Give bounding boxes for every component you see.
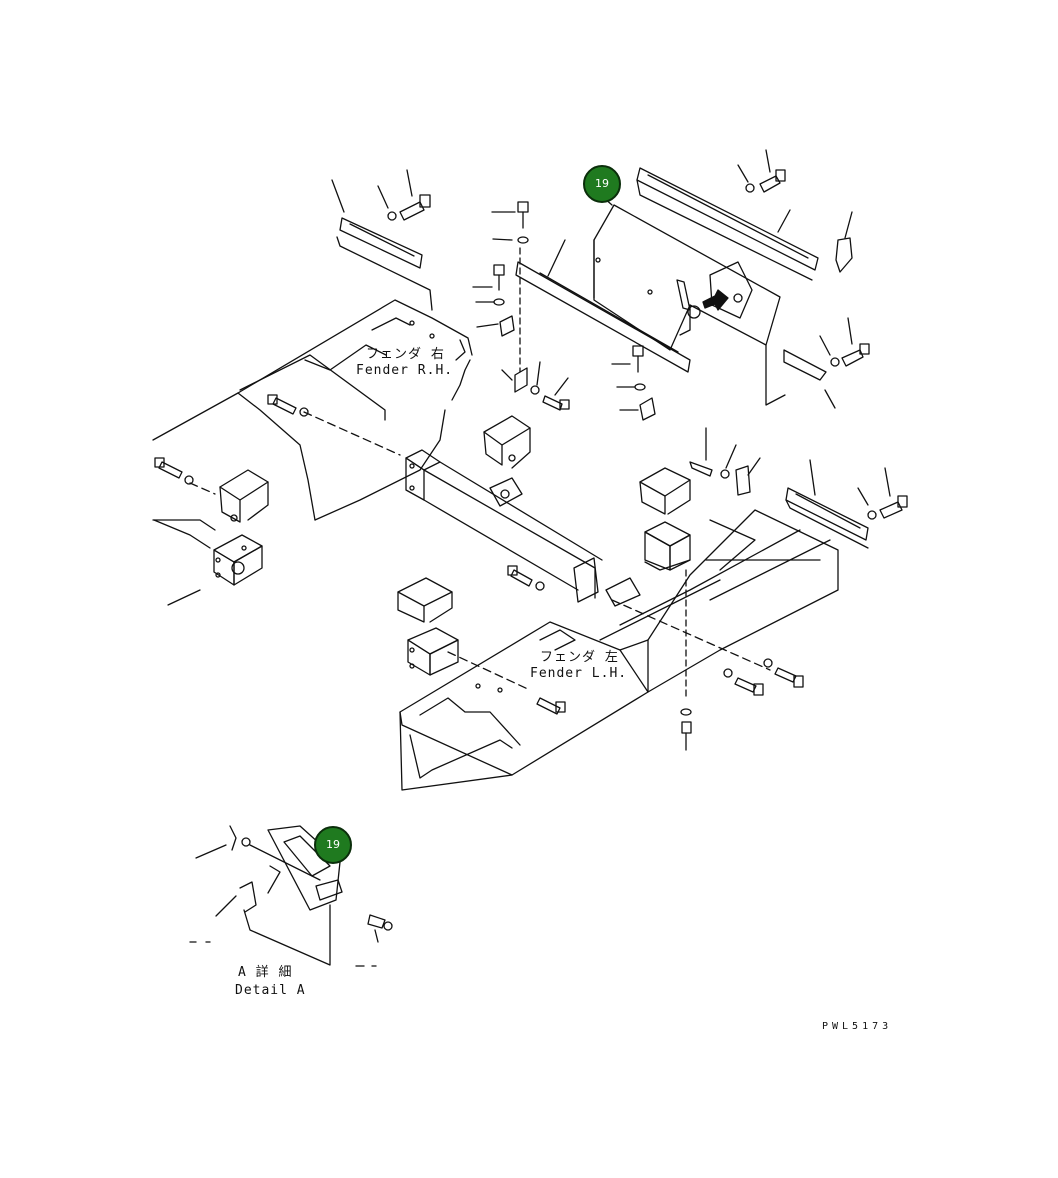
support-strip: [515, 239, 691, 373]
rear-panel: [593, 197, 827, 406]
upper-right-strip: [636, 149, 870, 409]
detail-a-view: [189, 825, 393, 967]
fender-rh: [152, 299, 473, 606]
center-bolt-stack: [472, 201, 570, 411]
callout-19-detail-badge[interactable]: 19: [314, 826, 352, 864]
fender-lh-label-jp: フェンダ 左: [540, 650, 619, 665]
callout-19-number: 19: [595, 177, 609, 190]
drawing-code: PWL5173: [822, 1021, 893, 1032]
callout-19-badge[interactable]: 19: [583, 165, 621, 203]
fender-lh-label-en: Fender L.H.: [530, 666, 628, 681]
lower-mount: [397, 577, 566, 715]
right-bolt-stack: [611, 345, 656, 421]
right-mount-assembly: [605, 427, 761, 751]
left-mount-bracket: [153, 469, 269, 549]
chassis-frame: [599, 509, 839, 696]
tube-bolts: [507, 565, 545, 591]
detail-a-label-en: Detail A: [235, 983, 306, 998]
fender-rh-label-en: Fender R.H.: [356, 363, 454, 378]
left-engine-mount: [213, 534, 263, 586]
fender-rh-label-jp: フェンダ 右: [366, 347, 445, 362]
cross-tube: [405, 449, 603, 603]
bolt-group-left: [154, 394, 401, 495]
detail-a-label-jp: A 詳 細: [238, 965, 293, 980]
upper-center-mount: [483, 415, 531, 469]
rh-bracket-strip: [331, 169, 433, 311]
fender-lh: [399, 621, 649, 791]
callout-19-detail-number: 19: [326, 838, 340, 851]
lh-bracket-strip: [785, 459, 908, 549]
